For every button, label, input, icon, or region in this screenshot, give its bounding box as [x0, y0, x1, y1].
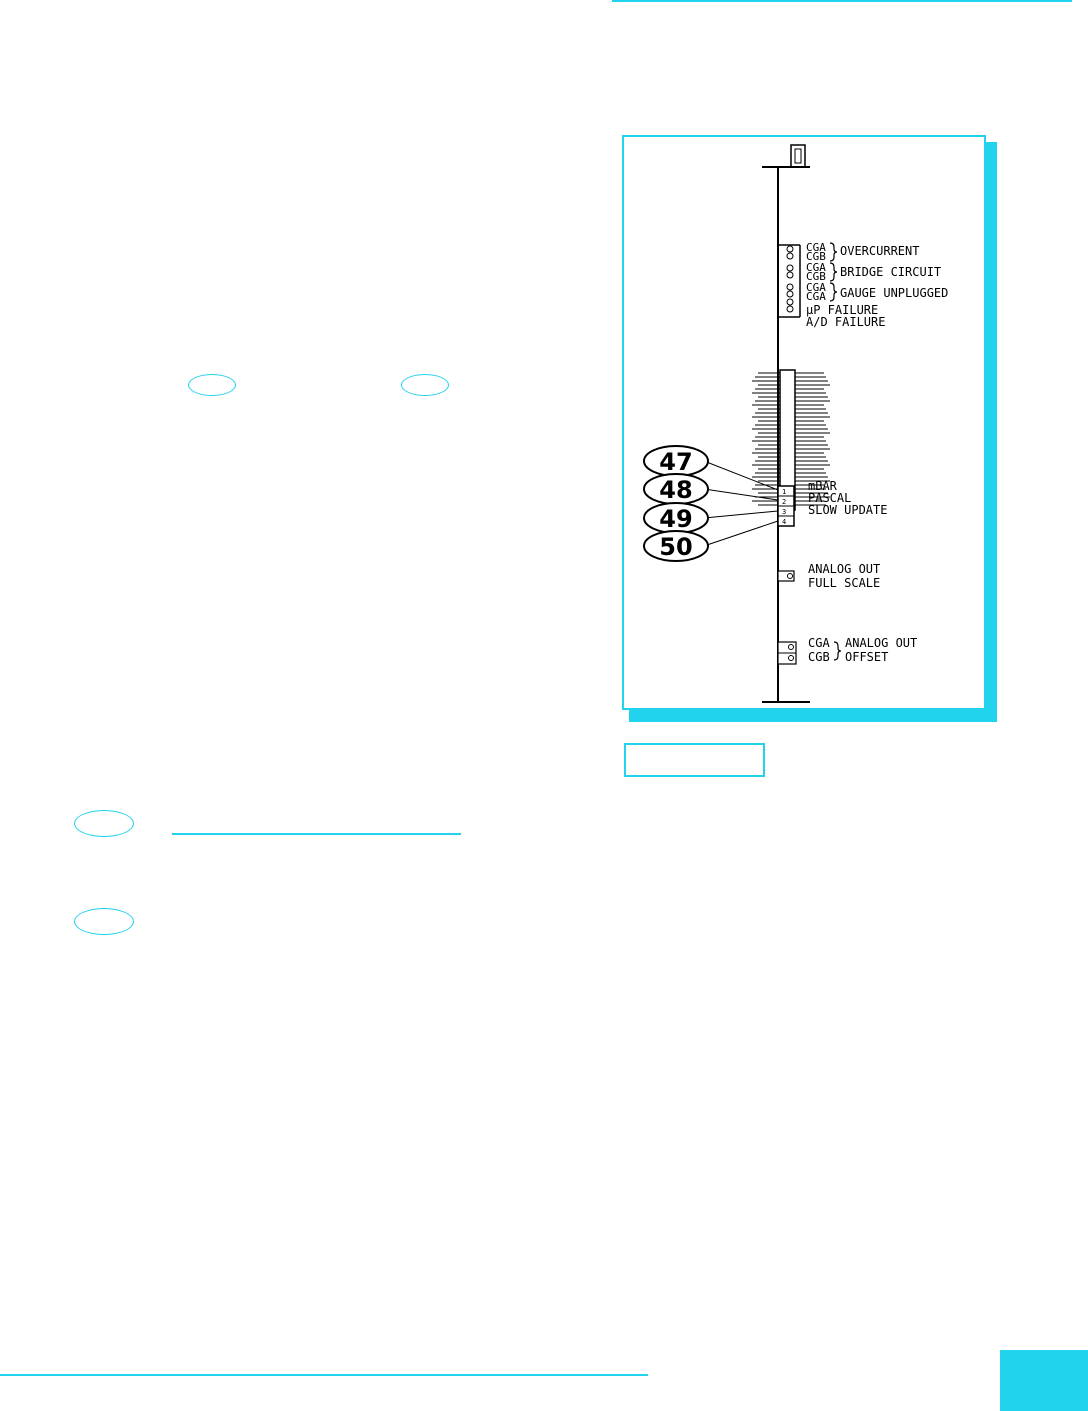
offset-line2: OFFSET [845, 650, 888, 664]
led-overcurrent-a: CGA [806, 241, 826, 254]
led-overcurrent-label: OVERCURRENT [840, 244, 919, 258]
offset-label-a: CGA [808, 636, 830, 650]
led-bridge-label: BRIDGE CIRCUIT [840, 265, 941, 279]
ribbon-lines [752, 372, 830, 506]
full-scale-line1: ANALOG OUT [808, 562, 880, 576]
full-scale-line2: FULL SCALE [808, 576, 880, 590]
underline-rule [172, 833, 461, 835]
led-overcurrent-b: CGB [806, 250, 826, 263]
callout-49-text: 49 [659, 505, 692, 533]
callout-50-text: 50 [659, 533, 692, 561]
figure-frame: CGA CGB OVERCURRENT CGA CGB BRIDGE CIRCU… [622, 135, 986, 710]
marker-oval-3 [74, 810, 134, 837]
dip-1-label: mBAR [808, 479, 838, 493]
led-bridge-b: CGB [806, 270, 826, 283]
connector-icon [762, 144, 810, 168]
callout-47-text: 47 [659, 448, 692, 476]
offset-line1: ANALOG OUT [845, 636, 917, 650]
top-rule [612, 0, 1072, 2]
dip-2-label: PASCAL [808, 491, 851, 505]
offset-pots [777, 641, 842, 665]
led-block [778, 242, 838, 318]
marker-oval-1 [188, 374, 236, 396]
page-tab [1000, 1350, 1088, 1411]
callout-48-text: 48 [659, 476, 692, 504]
led-up-failure: µP FAILURE [806, 303, 878, 317]
dip-4-number: 4 [782, 518, 786, 526]
led-gauge-a: CGA [806, 281, 826, 294]
bottom-rule [0, 1374, 648, 1376]
dip-2-number: 2 [782, 498, 786, 506]
led-ad-failure: A/D FAILURE [806, 315, 885, 329]
board-diagram: CGA CGB OVERCURRENT CGA CGB BRIDGE CIRCU… [643, 144, 948, 703]
led-gauge-b: CGA [806, 290, 826, 303]
dip-switch [777, 485, 795, 527]
marker-oval-2 [401, 374, 449, 396]
callout-50 [643, 530, 709, 562]
marker-oval-4 [74, 908, 134, 935]
offset-label-b: CGB [808, 650, 830, 664]
dip-1-number: 1 [782, 488, 786, 496]
dip-3-label: SLOW UPDATE [808, 503, 887, 517]
led-gauge-label: GAUGE UNPLUGGED [840, 286, 948, 300]
led-bridge-a: CGA [806, 261, 826, 274]
dip-3-number: 3 [782, 508, 786, 516]
figure-caption-box [624, 743, 765, 777]
full-scale-pot [777, 570, 795, 582]
